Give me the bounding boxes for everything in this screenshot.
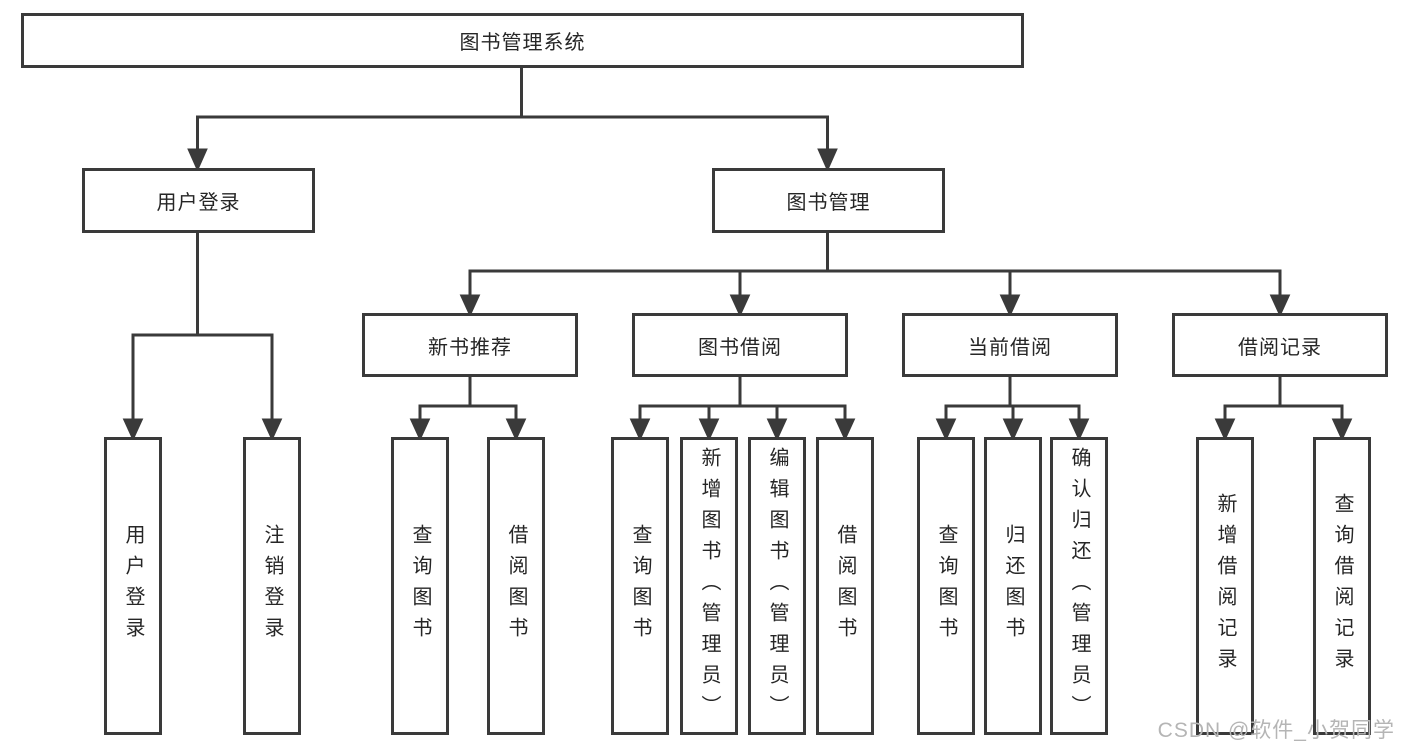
- leaf-label: 借阅图书: [834, 524, 856, 648]
- module-borrowing-records: 借阅记录: [1172, 313, 1388, 377]
- arrow-down-icon: [122, 418, 144, 442]
- leaf-label: 查询图书: [935, 524, 957, 648]
- module-label: 当前借阅: [968, 336, 1052, 359]
- arrow-down-icon: [935, 418, 957, 442]
- arrow-down-icon: [409, 418, 431, 442]
- connector-newbook-to-leaves: [409, 377, 527, 442]
- leaf-label: 查询图书: [409, 524, 431, 648]
- leaf-borrow-books-1: 借阅图书: [487, 437, 545, 735]
- arrow-down-icon: [261, 418, 283, 442]
- leaf-edit-book-admin: 编辑图书（管理员）: [748, 437, 806, 735]
- leaf-label: 借阅图书: [505, 524, 527, 648]
- leaf-add-borrow-record: 新增借阅记录: [1196, 437, 1254, 735]
- root-node-label: 图书管理系统: [459, 32, 586, 54]
- leaf-label: 查询图书: [629, 524, 651, 648]
- leaf-query-books-1: 查询图书: [391, 437, 449, 735]
- arrow-down-icon: [505, 418, 527, 442]
- connector-root-to-branches: [187, 68, 838, 172]
- arrow-down-icon: [766, 418, 788, 442]
- arrow-down-icon: [629, 418, 651, 442]
- leaf-label: 确认归还（管理员）: [1068, 446, 1090, 726]
- module-current-borrowing: 当前借阅: [902, 313, 1118, 377]
- module-label: 图书借阅: [698, 336, 782, 359]
- connector-login-to-leaves: [122, 233, 283, 442]
- connector-management-to-modules: [459, 233, 1291, 318]
- leaf-label: 新增图书（管理员）: [698, 446, 720, 726]
- arrow-down-icon: [1214, 418, 1236, 442]
- branch-book-management: 图书管理: [712, 168, 945, 233]
- arrow-down-icon: [834, 418, 856, 442]
- connector-borrowing-to-leaves: [629, 377, 856, 442]
- arrow-down-icon: [729, 294, 751, 318]
- module-new-book-recommendation: 新书推荐: [362, 313, 578, 377]
- arrow-down-icon: [1002, 418, 1024, 442]
- branch-user-login: 用户登录: [82, 168, 315, 233]
- leaf-label: 查询借阅记录: [1331, 493, 1353, 679]
- leaf-borrow-books-2: 借阅图书: [816, 437, 874, 735]
- root-node: 图书管理系统: [21, 13, 1024, 68]
- leaf-confirm-return-admin: 确认归还（管理员）: [1050, 437, 1108, 735]
- module-label: 新书推荐: [428, 336, 512, 359]
- arrow-down-icon: [698, 418, 720, 442]
- module-book-borrowing: 图书借阅: [632, 313, 848, 377]
- connector-records-to-leaves: [1214, 377, 1353, 442]
- leaf-user-login: 用户登录: [104, 437, 162, 735]
- arrow-down-icon: [1331, 418, 1353, 442]
- leaf-label: 注销登录: [261, 524, 283, 648]
- arrow-down-icon: [459, 294, 481, 318]
- leaf-return-books: 归还图书: [984, 437, 1042, 735]
- arrow-down-icon: [817, 148, 838, 172]
- arrow-down-icon: [1068, 418, 1090, 442]
- leaf-label: 用户登录: [122, 524, 144, 648]
- leaf-query-books-2: 查询图书: [611, 437, 669, 735]
- leaf-query-books-3: 查询图书: [917, 437, 975, 735]
- csdn-watermark: CSDN @软件_小贺同学: [1157, 719, 1395, 742]
- leaf-label: 新增借阅记录: [1214, 493, 1236, 679]
- branch-label: 图书管理: [786, 192, 871, 214]
- arrow-down-icon: [187, 148, 208, 172]
- leaf-logout: 注销登录: [243, 437, 301, 735]
- module-label: 借阅记录: [1238, 336, 1322, 359]
- leaf-query-borrow-record: 查询借阅记录: [1313, 437, 1371, 735]
- connector-current-to-leaves: [935, 377, 1090, 442]
- leaf-add-book-admin: 新增图书（管理员）: [680, 437, 738, 735]
- arrow-down-icon: [999, 294, 1021, 318]
- leaf-label: 归还图书: [1002, 524, 1024, 648]
- arrow-down-icon: [1269, 294, 1291, 318]
- leaf-label: 编辑图书（管理员）: [766, 446, 788, 726]
- branch-label: 用户登录: [156, 192, 241, 214]
